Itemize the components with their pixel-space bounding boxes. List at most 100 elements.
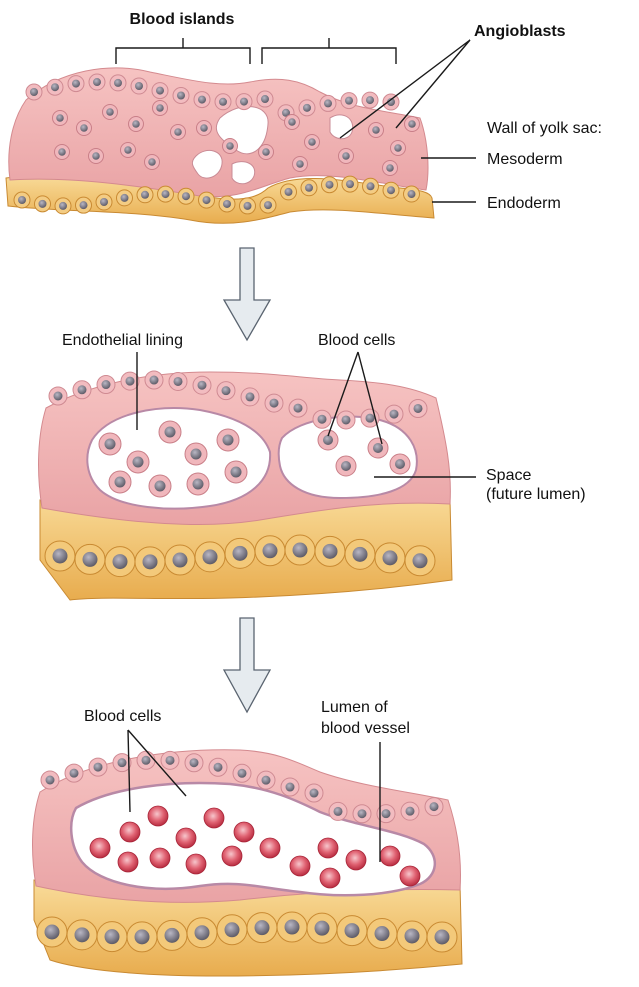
blood-cell <box>159 421 181 443</box>
endoderm-cell <box>345 539 375 569</box>
endoderm-cell <box>260 197 276 213</box>
blood-cells-label-stage2: Blood cells <box>318 332 395 349</box>
endoderm-cell <box>240 198 256 214</box>
endoderm-cell <box>404 186 420 202</box>
endoderm-cell <box>127 922 157 952</box>
mesoderm-cell <box>233 764 251 782</box>
mesoderm-cell <box>193 376 211 394</box>
red-blood-cell <box>290 856 310 876</box>
mesoderm-cell <box>173 88 189 104</box>
endoderm-cell <box>337 916 367 946</box>
mesoderm-cell <box>110 75 126 91</box>
space-label-line1: Space <box>486 467 531 484</box>
blood-islands-bracket-left <box>116 38 250 64</box>
endoderm-cell <box>363 178 379 194</box>
blood-cell <box>318 430 338 450</box>
mesoderm-cell <box>353 805 371 823</box>
mesoderm-cell <box>289 399 307 417</box>
endoderm-cell <box>137 187 153 203</box>
mesoderm-cell <box>215 94 231 110</box>
mesoderm-cell <box>185 754 203 772</box>
endoderm-cell <box>158 186 174 202</box>
mesoderm-cell <box>341 93 357 109</box>
angioblast-cell <box>391 141 406 156</box>
endoderm-cell <box>277 912 307 942</box>
endoderm-cell <box>97 922 127 952</box>
red-blood-cell <box>346 850 366 870</box>
blood-cell <box>127 451 149 473</box>
down-arrow-icon <box>224 618 270 712</box>
endoderm-cell <box>117 190 133 206</box>
stage-3-blood-vessel <box>33 750 462 976</box>
space-label-line2: (future lumen) <box>486 486 586 503</box>
blood-cell <box>368 438 388 458</box>
blood-cell <box>149 475 171 497</box>
endoderm-cell <box>187 918 217 948</box>
mesoderm-cell <box>320 95 336 111</box>
angioblast-cell <box>77 121 92 136</box>
red-blood-cell <box>260 838 280 858</box>
blood-cell <box>99 433 121 455</box>
endoderm-cell <box>157 920 187 950</box>
mesoderm-cell <box>47 79 63 95</box>
endoderm-cell <box>315 536 345 566</box>
mesoderm-cell <box>236 94 252 110</box>
angioblast-cell <box>293 157 308 172</box>
mesoderm-cell <box>131 78 147 94</box>
endoderm-cell <box>37 917 67 947</box>
endoderm-cell <box>397 921 427 951</box>
red-blood-cell <box>234 822 254 842</box>
angioblast-cell <box>171 125 186 140</box>
mesoderm-cell <box>409 399 427 417</box>
blood-islands-label: Blood islands <box>130 11 235 28</box>
mesoderm-cell <box>217 382 235 400</box>
mesoderm-cell <box>145 371 163 389</box>
endoderm-cell <box>14 192 30 208</box>
endoderm-cell <box>225 538 255 568</box>
mesoderm-cell <box>209 758 227 776</box>
blood-cells-label-stage3: Blood cells <box>84 708 161 725</box>
stage2-cavity-left <box>87 408 270 508</box>
mesoderm-cell <box>299 100 315 116</box>
red-blood-cell <box>320 868 340 888</box>
endoderm-cell <box>76 197 92 213</box>
mesoderm-cell <box>68 76 84 92</box>
red-blood-cell <box>120 822 140 842</box>
lumen-label-line2: blood vessel <box>321 720 410 737</box>
angioblast-cell <box>305 135 320 150</box>
endoderm-cell <box>217 915 247 945</box>
angioblast-cell <box>197 121 212 136</box>
endothelial-lining-label: Endothelial lining <box>62 332 183 349</box>
endoderm-cell <box>67 920 97 950</box>
endoderm-cell <box>301 180 317 196</box>
blood-cell <box>109 471 131 493</box>
endoderm-cell <box>105 547 135 577</box>
endoderm-cell <box>322 177 338 193</box>
red-blood-cell <box>148 806 168 826</box>
red-blood-cell <box>204 808 224 828</box>
mesoderm-cell <box>41 771 59 789</box>
angioblast-cell <box>121 143 136 158</box>
red-blood-cell <box>380 846 400 866</box>
red-blood-cell <box>400 866 420 886</box>
red-blood-cell <box>118 852 138 872</box>
endoderm-cell <box>35 196 51 212</box>
mesoderm-cell <box>169 372 187 390</box>
angioblast-cell <box>103 105 118 120</box>
red-blood-cell <box>90 838 110 858</box>
stage-2-vessel-formation <box>39 371 452 600</box>
endoderm-cell <box>45 541 75 571</box>
mesoderm-cell <box>425 798 443 816</box>
stage1-island-cavity <box>330 115 353 139</box>
mesoderm-cell <box>329 802 347 820</box>
mesoderm-cell <box>241 388 259 406</box>
endoderm-cell <box>55 198 71 214</box>
red-blood-cell <box>150 848 170 868</box>
angioblast-cell <box>339 149 354 164</box>
angioblast-cell <box>369 123 384 138</box>
endoderm-cell <box>255 536 285 566</box>
lumen-label-line1: Lumen of <box>321 699 388 716</box>
red-blood-cell <box>176 828 196 848</box>
